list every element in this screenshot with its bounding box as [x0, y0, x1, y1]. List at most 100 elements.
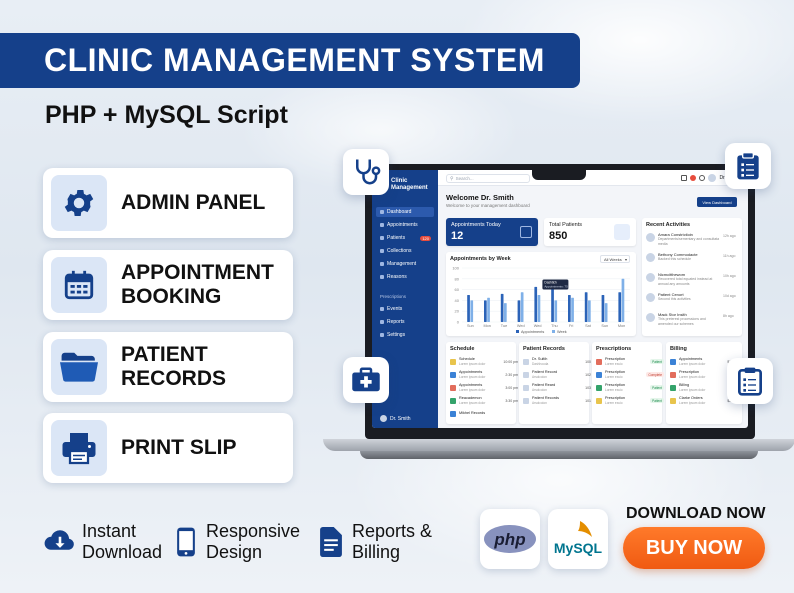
stat-card-patients[interactable]: Total Patients 850 — [544, 218, 636, 246]
feature-print-slip[interactable]: PRINT SLIP — [43, 413, 293, 483]
calendar-icon[interactable] — [681, 175, 688, 181]
list-item-sub: Lorem ipsum dolor — [679, 387, 706, 392]
list-item-value: 3:30 pm — [505, 398, 518, 403]
medical-kit-icon — [343, 357, 389, 403]
list-item-name: Appointments — [459, 383, 483, 387]
welcome-subtitle: Welcome to your management dashboard — [446, 203, 530, 208]
sidebar-item-label: Settings — [387, 332, 406, 338]
tooltip-value: Appointments: 75 — [544, 285, 568, 289]
list-item-icon — [670, 358, 676, 365]
bar — [487, 297, 490, 322]
bar — [534, 286, 538, 322]
list-item-sub: Lorem exuio — [605, 400, 623, 405]
list-item[interactable]: Mikhel Records — [450, 408, 518, 419]
bar — [554, 300, 558, 322]
app-name-1: Clinic — [391, 178, 408, 184]
status-badge: Complete — [646, 372, 664, 377]
list-item-value: 100 — [585, 359, 591, 364]
chart-filter-select[interactable]: All Weeks▾ — [600, 255, 630, 263]
view-dashboard-button[interactable]: View Dashboard — [697, 197, 737, 207]
bell-icon[interactable] — [690, 175, 697, 181]
buy-now-button[interactable]: BUY NOW — [623, 527, 765, 569]
list-item-value: 103 — [585, 385, 591, 390]
sidebar-item-label: Appointments — [387, 222, 418, 228]
stat-value: 850 — [549, 230, 568, 242]
feature-label: PATIENT — [121, 343, 208, 366]
settings-icon[interactable] — [699, 175, 706, 181]
stat-card-appointments[interactable]: Appointments Today 12 — [446, 218, 538, 246]
list-item-value: 102 — [585, 372, 591, 377]
list-item-name: Patient Reard — [532, 383, 556, 387]
list-item-name: Clarke Orders — [679, 396, 703, 400]
stat-value: 12 — [451, 230, 464, 242]
y-tick-label: 80 — [455, 276, 460, 281]
sidebar-item-reasons[interactable]: Reasons — [376, 272, 434, 282]
bottom-feature-line2: Design — [206, 542, 263, 562]
list-item-text: Mikhel Records — [459, 411, 518, 416]
x-tick-label: Wed — [534, 324, 542, 328]
feature-admin-panel[interactable]: ADMIN PANEL — [43, 168, 293, 238]
bar — [621, 278, 625, 322]
avatar — [646, 293, 655, 302]
list-item-icon — [450, 397, 456, 404]
buy-now-label: BUY NOW — [645, 536, 743, 559]
sidebar-item-dashboard[interactable]: Dashboard — [376, 207, 434, 217]
sidebar-item-events[interactable]: Events — [376, 304, 434, 314]
search-input[interactable]: ⚲Search... — [446, 174, 530, 183]
mysql-logo-text: MySQL — [554, 540, 603, 556]
list-item-value: 2:30 pm — [505, 372, 518, 377]
x-tick-label: Fri — [569, 324, 574, 328]
list-item-icon — [450, 371, 456, 378]
status-badge: Patient — [650, 385, 664, 390]
billing-title: Billing — [670, 346, 687, 352]
sidebar-item-appointments[interactable]: Appointments — [376, 220, 434, 230]
sidebar-item-label: Dashboard — [387, 209, 412, 215]
sidebar-user[interactable]: Dr. Smith — [380, 415, 411, 422]
bar — [504, 303, 507, 322]
list-item-icon — [670, 397, 676, 404]
stat-label: Appointments Today — [451, 222, 501, 228]
activity-time: 10h ago — [723, 274, 736, 278]
sidebar-item-management[interactable]: Management — [376, 259, 434, 269]
sidebar-user-name: Dr. Smith — [390, 415, 411, 422]
bar — [601, 295, 605, 322]
sidebar-item-collections[interactable]: Collections — [376, 246, 434, 256]
avatar — [646, 253, 655, 262]
y-tick-label: 100 — [452, 266, 459, 271]
sidebar-item-reports[interactable]: Reports — [376, 317, 434, 327]
y-tick-label: 0 — [457, 320, 460, 325]
sidebar-item-settings[interactable]: Settings — [376, 330, 434, 340]
recent-activities-title: Recent Activities — [646, 222, 691, 228]
bar — [520, 292, 524, 322]
chart-title: Appointments by Week — [450, 256, 511, 262]
php-logo: php — [480, 509, 540, 569]
list-item-icon — [450, 358, 456, 365]
